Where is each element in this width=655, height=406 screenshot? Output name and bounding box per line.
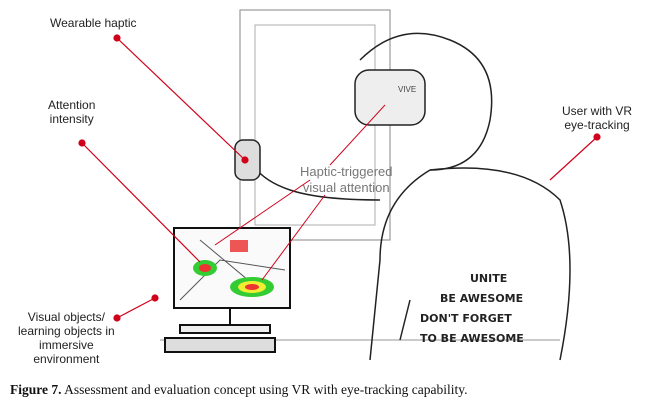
person-sketch [234, 32, 571, 361]
label-user-vr: User with VR eye-tracking [562, 104, 632, 132]
label-visual-objects: Visual objects/ learning objects in imme… [18, 310, 115, 366]
label-wearable-haptic: Wearable haptic [50, 16, 137, 30]
shirt-line: UNITE [470, 272, 507, 285]
caption-label: Figure 7. [10, 382, 62, 397]
label-line: User with VR [562, 104, 633, 118]
heatmap [193, 260, 274, 297]
label-attention-intensity: Attention intensity [48, 98, 95, 126]
label-haptic-triggered: Haptic-triggered visual attention [300, 164, 393, 196]
label-line: Visual objects/ [27, 310, 105, 324]
shirt-text: UNITE BE AWESOME DON'T FORGET TO BE AWES… [420, 272, 524, 345]
caption-text: Assessment and evaluation concept using … [61, 382, 468, 397]
headset-logo: VIVE [398, 85, 416, 94]
label-line: intensity [49, 112, 94, 126]
shirt-line: DON'T FORGET [420, 312, 512, 325]
label-line: visual attention [302, 180, 390, 195]
label-line: learning objects in [18, 324, 115, 338]
label-line: immersive [39, 338, 94, 352]
label-line: eye-tracking [564, 118, 630, 132]
haptic-attention-lines [214, 104, 386, 281]
label-line: environment [33, 352, 100, 366]
label-line: Haptic-triggered [300, 164, 393, 179]
annotation-lines [78, 34, 601, 322]
label-line: Attention [48, 98, 96, 112]
shirt-line: BE AWESOME [440, 292, 523, 305]
figure-caption: Figure 7. Assessment and evaluation conc… [10, 382, 468, 398]
shirt-line: TO BE AWESOME [420, 332, 524, 345]
